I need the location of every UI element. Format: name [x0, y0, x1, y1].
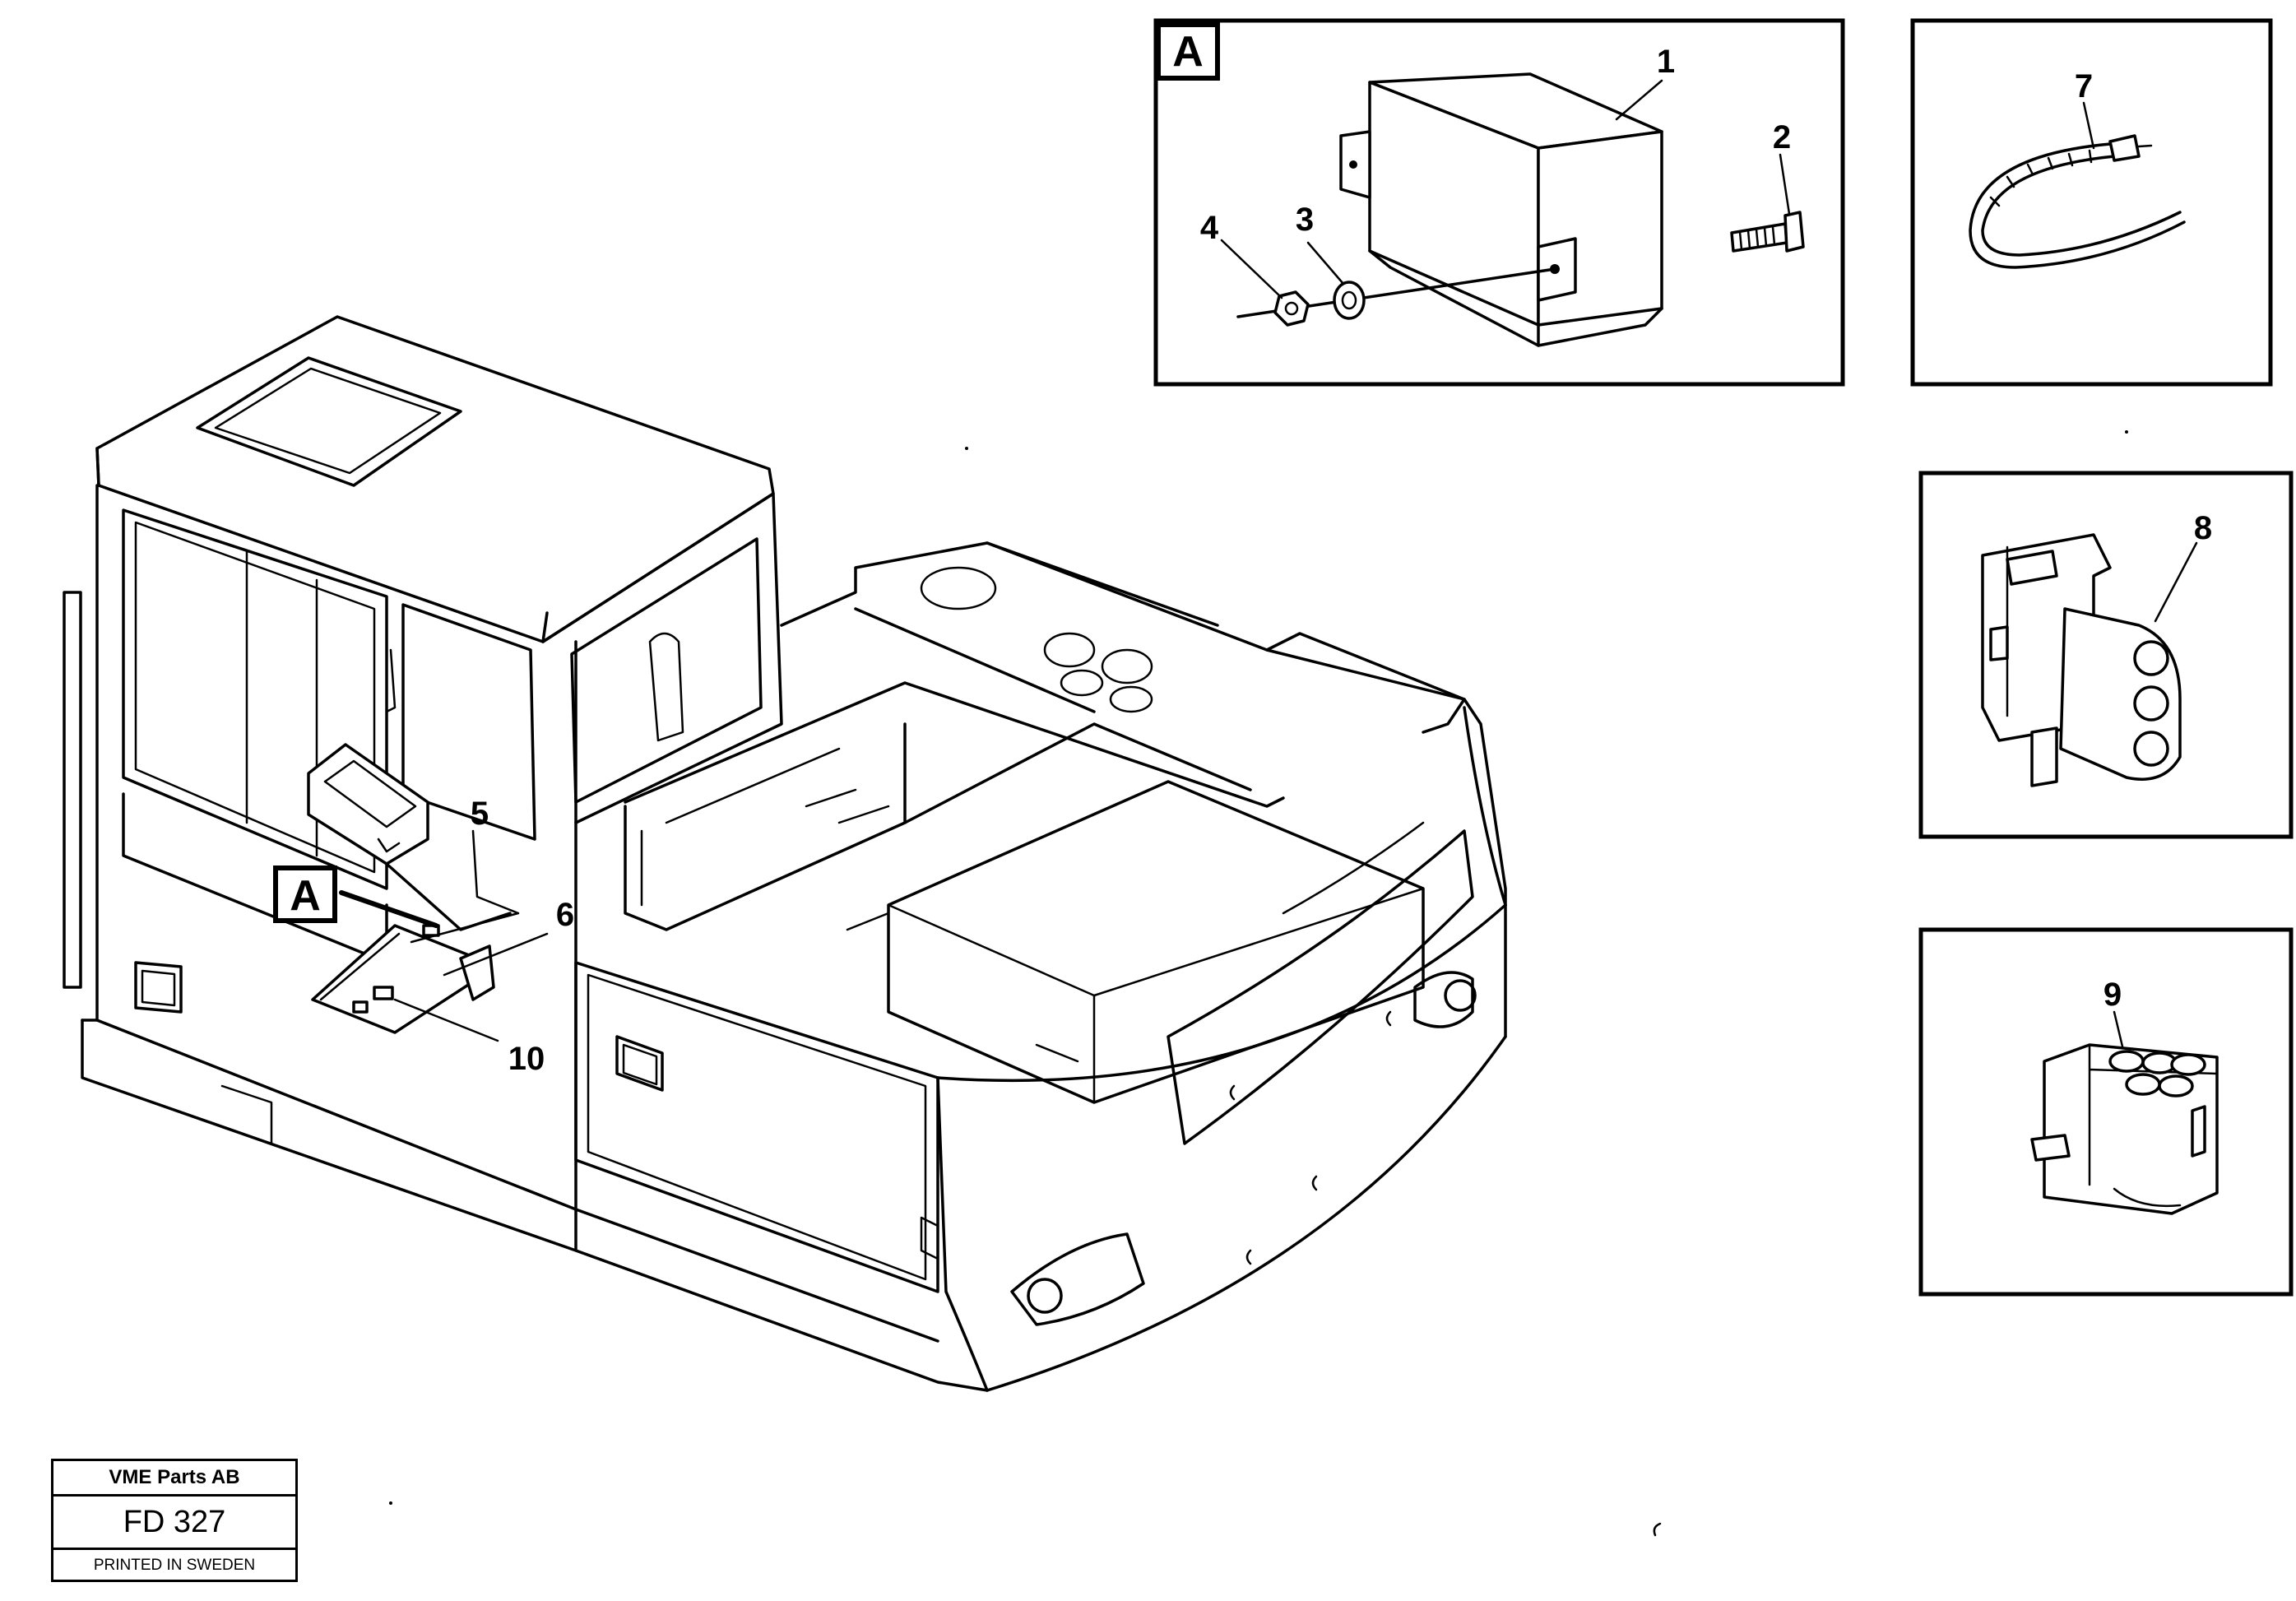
cable-tie-panel: 7 — [1910, 18, 2273, 387]
scan-specks — [389, 430, 2128, 1537]
excavator-upper-structure — [63, 315, 1507, 1392]
callout-10: 10 — [508, 1041, 545, 1077]
title-block-figure-number: FD 327 — [53, 1497, 295, 1550]
detail-a-panel: A 1 2 3 4 — [1153, 18, 1845, 387]
callout-3: 3 — [1296, 202, 1314, 238]
detail-marker-main: A — [273, 865, 337, 923]
callout-6: 6 — [556, 897, 574, 933]
callout-7: 7 — [2075, 68, 2093, 104]
callout-8: 8 — [2194, 510, 2212, 546]
title-block: VME Parts AB FD 327 PRINTED IN SWEDEN — [51, 1459, 298, 1582]
callout-1: 1 — [1657, 44, 1675, 80]
title-block-printed-note: PRINTED IN SWEDEN — [93, 1557, 256, 1574]
title-block-company: VME Parts AB — [53, 1461, 295, 1497]
detail-marker-main-label: A — [290, 872, 321, 920]
callout-2: 2 — [1773, 119, 1791, 155]
connector-8-panel: 8 — [1918, 471, 2294, 839]
connector-9-panel: 9 — [1918, 927, 2294, 1297]
leader-lines-main — [339, 829, 549, 1042]
callout-5: 5 — [471, 796, 489, 832]
detail-a-label: A — [1172, 28, 1204, 76]
callout-9: 9 — [2104, 977, 2122, 1013]
control-bracket-assembly — [307, 743, 512, 1034]
callout-4: 4 — [1200, 210, 1219, 246]
